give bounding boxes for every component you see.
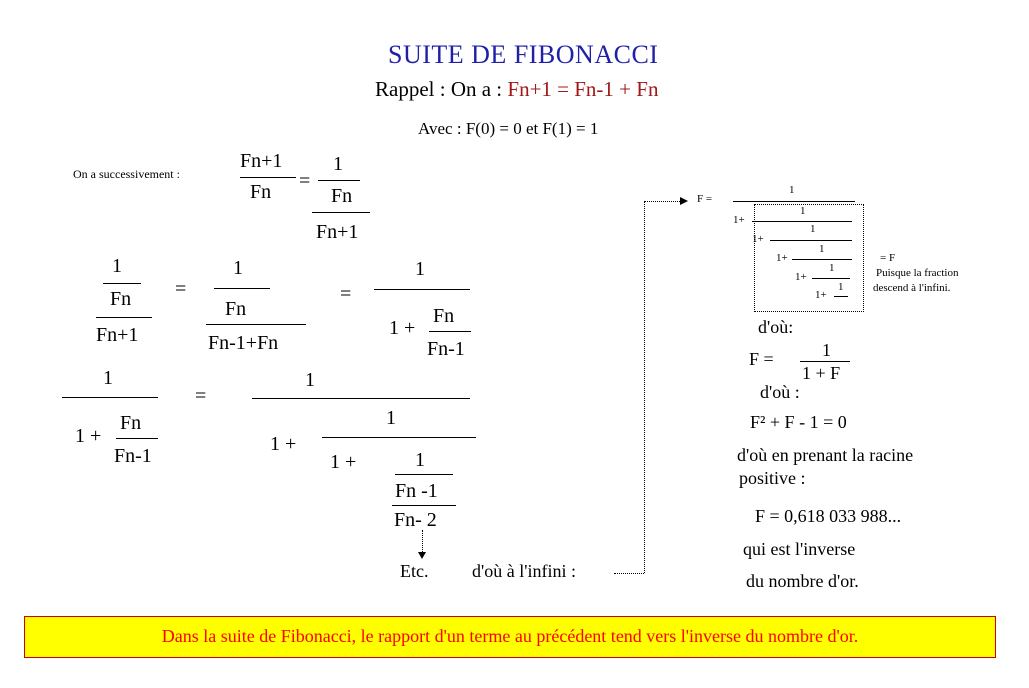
eq3-b-num: 1: [305, 369, 315, 391]
cf-n3: 1: [819, 243, 825, 255]
rappel-prefix: Rappel : On a :: [375, 77, 508, 101]
cf-bar-0: [733, 201, 855, 202]
eq2-eq1: =: [175, 278, 187, 300]
cf-n1: 1: [800, 205, 806, 217]
cf-bar-1: [752, 221, 852, 222]
eq1-b-num: 1: [333, 153, 343, 175]
eq1-b-bar: [318, 180, 360, 181]
eq3-a-den-num: Fn: [120, 412, 142, 434]
eq2-b-bar2: [206, 324, 306, 325]
cf-label: F =: [697, 193, 713, 205]
eq2-a-bar2: [96, 317, 152, 318]
cf-note-2: descend à l'infini.: [873, 282, 951, 294]
eq2-c-den-bar: [429, 331, 471, 332]
cf-dotted-box: [754, 204, 864, 312]
eq1-a-num: Fn+1: [240, 150, 283, 172]
eq3-eq: =: [195, 385, 207, 407]
cf-p5: 1+: [815, 289, 827, 301]
eq3-a-den-prefix: 1 +: [75, 425, 102, 447]
quadratic: F² + F - 1 = 0: [750, 412, 847, 432]
eq1-b-den: Fn: [331, 185, 353, 207]
eq1-b-bar2: [312, 212, 370, 213]
eq2-b-bar1: [214, 288, 270, 289]
on-a-label: On a successivement :: [73, 167, 180, 181]
value: F = 0,618 033 988...: [755, 506, 902, 526]
page-title: SUITE DE FIBONACCI: [388, 40, 659, 69]
etc-label: Etc.: [400, 561, 429, 581]
cf-bar-5: [834, 296, 848, 297]
inverse-2: du nombre d'or.: [746, 571, 859, 591]
connector-vertical: [644, 201, 645, 573]
conclusion-banner: Dans la suite de Fibonacci, le rapport d…: [24, 616, 996, 658]
cf-p3: 1+: [776, 252, 788, 264]
connector-arrow-head: [680, 197, 688, 205]
eq3-b-inner2-num: 1: [415, 449, 425, 471]
f-eq-num: 1: [822, 340, 831, 360]
eq2-a-num: 1: [112, 255, 122, 277]
eq2-b-mid: Fn: [225, 298, 247, 320]
eq3-a-num: 1: [103, 367, 113, 389]
racine-2: positive :: [739, 468, 806, 488]
connector-bottom: [614, 573, 644, 574]
eq2-c-num: 1: [415, 258, 425, 280]
racine-1: d'où en prenant la racine: [737, 445, 914, 465]
inverse-1: qui est l'inverse: [743, 539, 856, 559]
eq3-a-bar: [62, 397, 158, 398]
eq1-a-den: Fn: [250, 181, 272, 203]
eq3-b-inner2-bar2: [392, 505, 456, 506]
cf-n5: 1: [838, 281, 844, 293]
eq2-c-den-prefix: 1 +: [389, 317, 416, 339]
eq2-eq2: =: [340, 283, 352, 305]
dou-2: d'où :: [760, 382, 800, 402]
eq2-c-den-den: Fn-1: [427, 338, 465, 360]
eq2-a-den: Fn+1: [96, 324, 139, 346]
eq2-c-den-num: Fn: [433, 305, 455, 327]
eq3-b-bar: [252, 398, 470, 399]
f-eq-den: 1 + F: [802, 363, 841, 383]
connector-top: [644, 201, 680, 202]
etc-arrow-head: [418, 552, 426, 559]
eq3-b-inner2-den: Fn- 2: [394, 509, 437, 531]
rappel-line: Rappel : On a : Fn+1 = Fn-1 + Fn: [375, 77, 658, 102]
eq3-a-den-bar: [116, 438, 158, 439]
cf-bar-3: [792, 259, 852, 260]
cf-p4: 1+: [795, 271, 807, 283]
eq3-b-den-prefix: 1 +: [270, 433, 297, 455]
f-eq-bar: [800, 361, 850, 362]
eq2-b-num: 1: [233, 257, 243, 279]
eq3-b-inner-bar: [322, 437, 476, 438]
f-eq-label: F =: [749, 349, 774, 369]
eq2-a-bar1: [103, 283, 141, 284]
rappel-formula: Fn+1 = Fn-1 + Fn: [507, 77, 659, 101]
eq1-eq: =: [299, 170, 311, 192]
eq2-b-den: Fn-1+Fn: [208, 332, 279, 354]
eq3-b-inner-num: 1: [386, 407, 396, 429]
etc-arrow-line: [422, 530, 423, 554]
eq1-b-den2: Fn+1: [316, 221, 359, 243]
eq1-a-bar: [240, 177, 296, 178]
cf-n2: 1: [810, 223, 816, 235]
conclusion-text: Dans la suite de Fibonacci, le rapport d…: [161, 626, 859, 646]
avec-line: Avec : F(0) = 0 et F(1) = 1: [418, 119, 599, 138]
eq2-c-bar: [374, 289, 470, 290]
cf-p2: 1+: [752, 233, 764, 245]
eq2-a-mid: Fn: [110, 288, 132, 310]
cf-num: 1: [789, 184, 795, 196]
cf-n4: 1: [829, 262, 835, 274]
cf-bar-4: [812, 278, 850, 279]
eq3-b-inner-prefix: 1 +: [330, 451, 357, 473]
cf-note-1: Puisque la fraction: [876, 267, 959, 279]
infini-label: d'où à l'infini :: [472, 561, 576, 581]
eq3-b-inner2-mid: Fn -1: [395, 480, 438, 502]
eq3-a-den-den: Fn-1: [114, 445, 152, 467]
cf-bar-2: [770, 240, 852, 241]
dou-1: d'où:: [758, 317, 794, 337]
cf-eq-f: = F: [880, 252, 896, 264]
eq3-b-inner2-bar: [395, 474, 453, 475]
cf-p1: 1+: [733, 214, 745, 226]
